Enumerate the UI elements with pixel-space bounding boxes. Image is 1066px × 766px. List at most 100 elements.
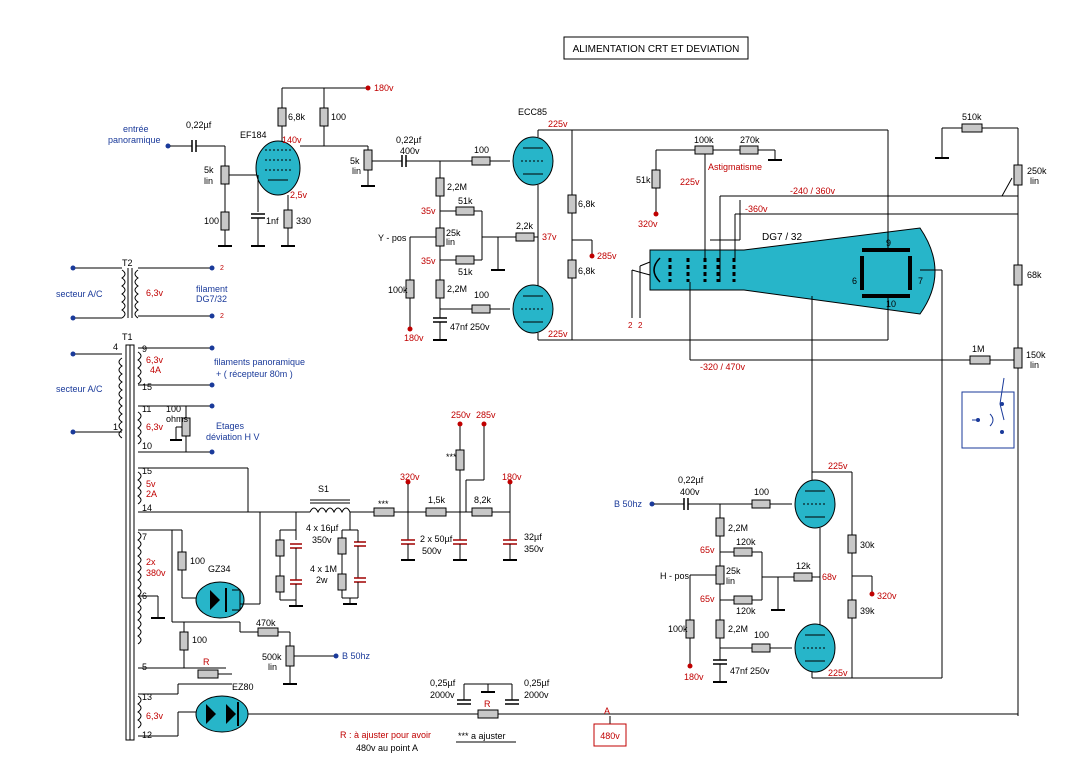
- svg-text:180v: 180v: [404, 333, 424, 343]
- svg-text:6: 6: [852, 276, 857, 286]
- svg-text:4: 4: [113, 342, 118, 352]
- svg-text:Y - pos: Y - pos: [378, 233, 407, 243]
- svg-text:0,22µf: 0,22µf: [678, 475, 704, 485]
- svg-text:lin: lin: [726, 576, 735, 586]
- svg-text:8,2k: 8,2k: [474, 495, 492, 505]
- ez80-label: EZ80: [232, 682, 254, 692]
- svg-text:100: 100: [754, 630, 769, 640]
- svg-text:R: R: [203, 657, 210, 667]
- svg-text:1nf: 1nf: [266, 216, 279, 226]
- svg-text:lin: lin: [204, 176, 213, 186]
- svg-text:47nf 250v: 47nf 250v: [730, 666, 770, 676]
- svg-text:2,2M: 2,2M: [447, 182, 467, 192]
- svg-text:ohms: ohms: [166, 414, 189, 424]
- svg-text:5k: 5k: [204, 165, 214, 175]
- svg-text:Astigmatisme: Astigmatisme: [708, 162, 762, 172]
- svg-text:6,3v: 6,3v: [146, 288, 164, 298]
- svg-text:225v: 225v: [680, 177, 700, 187]
- svg-text:lin: lin: [268, 662, 277, 672]
- svg-text:2: 2: [220, 313, 224, 320]
- svg-text:480v au point A: 480v au point A: [356, 743, 418, 753]
- svg-text:30k: 30k: [860, 540, 875, 550]
- svg-text:filament: filament: [196, 284, 228, 294]
- svg-text:35v: 35v: [421, 256, 436, 266]
- svg-text:***: ***: [378, 499, 389, 509]
- svg-text:100: 100: [754, 487, 769, 497]
- astigmatisme-network: 100k 270k Astigmatisme 51k 320v 225v -24…: [636, 135, 836, 372]
- svg-text:12: 12: [142, 730, 152, 740]
- svg-text:2000v: 2000v: [430, 690, 455, 700]
- svg-text:51k: 51k: [636, 175, 651, 185]
- svg-text:déviation H V: déviation H V: [206, 432, 260, 442]
- svg-text:120k: 120k: [736, 537, 756, 547]
- svg-text:0,25µf: 0,25µf: [430, 678, 456, 688]
- svg-text:120k: 120k: [736, 606, 756, 616]
- svg-text:51k: 51k: [458, 196, 473, 206]
- svg-text:filaments panoramique: filaments panoramique: [214, 357, 305, 367]
- svg-text:lin: lin: [1030, 176, 1039, 186]
- svg-text:320v: 320v: [877, 591, 897, 601]
- page-title: ALIMENTATION CRT ET DEVIATION: [573, 44, 740, 55]
- svg-text:65v: 65v: [700, 545, 715, 555]
- transformer-t2: T2 secteur A/C 2 2 6,3v filament DG7/32: [56, 258, 228, 321]
- svg-text:6,8k: 6,8k: [578, 266, 596, 276]
- svg-text:lin: lin: [446, 237, 455, 247]
- svg-text:2,5v: 2,5v: [290, 190, 308, 200]
- svg-text:2000v: 2000v: [524, 690, 549, 700]
- t2-label: T2: [122, 258, 133, 268]
- svg-text:2,2k: 2,2k: [516, 221, 534, 231]
- high-voltage-filter: 0,25µf 2000v 0,25µf 2000v R A 480v R : à…: [340, 678, 627, 753]
- svg-text:470k: 470k: [256, 618, 276, 628]
- svg-text:500k: 500k: [262, 652, 282, 662]
- s1-label: S1: [318, 484, 329, 494]
- svg-text:2A: 2A: [146, 489, 157, 499]
- svg-text:225v: 225v: [548, 329, 568, 339]
- svg-text:100k: 100k: [694, 135, 714, 145]
- svg-text:5v: 5v: [146, 479, 156, 489]
- svg-text:Etages: Etages: [216, 421, 245, 431]
- svg-text:2: 2: [628, 321, 633, 330]
- svg-text:***: ***: [446, 452, 457, 462]
- svg-text:2,2M: 2,2M: [447, 284, 467, 294]
- svg-text:2w: 2w: [316, 575, 328, 585]
- svg-text:100: 100: [474, 290, 489, 300]
- svg-text:2,2M: 2,2M: [728, 523, 748, 533]
- svg-text:510k: 510k: [962, 112, 982, 122]
- svg-text:100: 100: [474, 145, 489, 155]
- svg-text:320v: 320v: [400, 472, 420, 482]
- svg-text:285v: 285v: [476, 410, 496, 420]
- svg-text:2 x 50µf: 2 x 50µf: [420, 534, 453, 544]
- svg-text:480v: 480v: [600, 731, 620, 741]
- svg-text:380v: 380v: [146, 568, 166, 578]
- svg-text:100: 100: [192, 635, 207, 645]
- svg-text:180v: 180v: [374, 83, 394, 93]
- ez80-tube: [195, 695, 249, 733]
- svg-text:2: 2: [220, 265, 224, 272]
- svg-text:4 x 1M: 4 x 1M: [310, 564, 337, 574]
- svg-text:H - pos: H - pos: [660, 571, 690, 581]
- svg-text:320v: 320v: [638, 219, 658, 229]
- svg-text:100k: 100k: [388, 285, 408, 295]
- svg-text:100: 100: [166, 404, 181, 414]
- t1-label: T1: [122, 332, 133, 342]
- svg-text:35v: 35v: [421, 206, 436, 216]
- svg-text:2: 2: [638, 321, 643, 330]
- entree-label: entrée: [123, 124, 149, 134]
- svg-text:285v: 285v: [597, 251, 617, 261]
- svg-text:B 50hz: B 50hz: [342, 651, 371, 661]
- svg-text:15: 15: [142, 382, 152, 392]
- crt-dg7-32: DG7 / 32 9 6 7 10 2 2: [628, 130, 1018, 678]
- transformer-t1: T1 4 1 secteur A/C 9 6,3v 4A 15 filament…: [56, 332, 310, 741]
- svg-text:180v: 180v: [502, 472, 522, 482]
- svg-text:A: A: [604, 706, 610, 716]
- svg-text:10: 10: [886, 299, 896, 309]
- svg-text:6,3v: 6,3v: [146, 355, 164, 365]
- svg-text:68v: 68v: [822, 572, 837, 582]
- svg-text:12k: 12k: [796, 561, 811, 571]
- svg-text:9: 9: [886, 238, 891, 248]
- svg-text:lin: lin: [1030, 360, 1039, 370]
- svg-text:25k: 25k: [726, 566, 741, 576]
- svg-text:0,22µf: 0,22µf: [186, 120, 212, 130]
- svg-text:270k: 270k: [740, 135, 760, 145]
